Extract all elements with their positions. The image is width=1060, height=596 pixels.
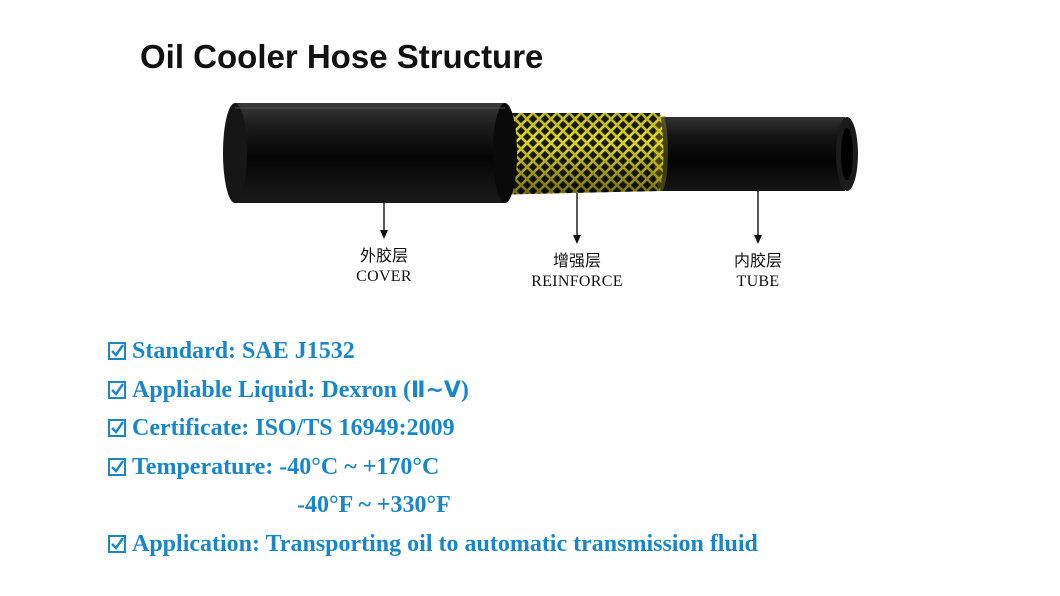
spec-liquid-suffix: ) <box>460 376 469 403</box>
spec-application: Application: Transporting oil to automat… <box>108 527 758 566</box>
callout-reinforce-en: REINFORCE <box>531 273 623 290</box>
spec-certificate-text: Certificate: ISO/TS 16949:2009 <box>132 415 455 441</box>
callout-tube-en: TUBE <box>736 273 780 290</box>
checkbox-checked-icon <box>108 342 126 360</box>
callout-cover-en: COVER <box>356 268 412 285</box>
callout-cover: 外胶层 COVER <box>304 200 464 288</box>
checkbox-checked-icon <box>108 419 126 437</box>
spec-liquid-roman: Ⅱ~Ⅴ <box>410 377 461 403</box>
tube-layer <box>654 116 858 191</box>
spec-liquid-text: Appliable Liquid: Dexron ( <box>132 376 411 403</box>
callout-tube-zh: 内胶层 <box>733 251 782 270</box>
callout-reinforce-zh: 增强层 <box>552 251 601 270</box>
callout-reinforce: 增强层 REINFORCE <box>497 193 657 293</box>
hose-illustration <box>223 103 858 203</box>
page-title: Oil Cooler Hose Structure <box>140 38 544 75</box>
spec-standard: Standard: SAE J1532 <box>108 334 758 373</box>
checkbox-checked-icon <box>108 380 126 399</box>
spec-liquid: Appliable Liquid: Dexron (Ⅱ~Ⅴ) <box>108 373 758 412</box>
spec-temperature-f: -40°F ~ +330°F <box>108 488 758 527</box>
checkbox-checked-icon <box>108 534 126 553</box>
spec-temperature-c-text: Temperature: -40°C ~ +170°C <box>132 453 440 480</box>
spec-certificate: Certificate: ISO/TS 16949:2009 <box>108 411 758 450</box>
spec-application-text: Application: Transporting oil to automat… <box>132 530 758 557</box>
checkbox-checked-icon <box>108 457 126 476</box>
spec-list: Standard: SAE J1532 Appliable Liquid: De… <box>108 334 758 565</box>
down-arrow-icon <box>573 193 581 244</box>
callout-cover-zh: 外胶层 <box>359 246 408 265</box>
spec-standard-text: Standard: SAE J1532 <box>132 338 355 364</box>
callout-tube: 内胶层 TUBE <box>678 190 838 293</box>
cover-layer <box>223 103 517 203</box>
spec-temperature-f-text: -40°F ~ +330°F <box>297 492 451 518</box>
down-arrow-icon <box>380 200 388 239</box>
down-arrow-icon <box>754 190 762 244</box>
spec-temperature: Temperature: -40°C ~ +170°C <box>108 450 758 489</box>
reinforce-layer <box>485 113 668 195</box>
